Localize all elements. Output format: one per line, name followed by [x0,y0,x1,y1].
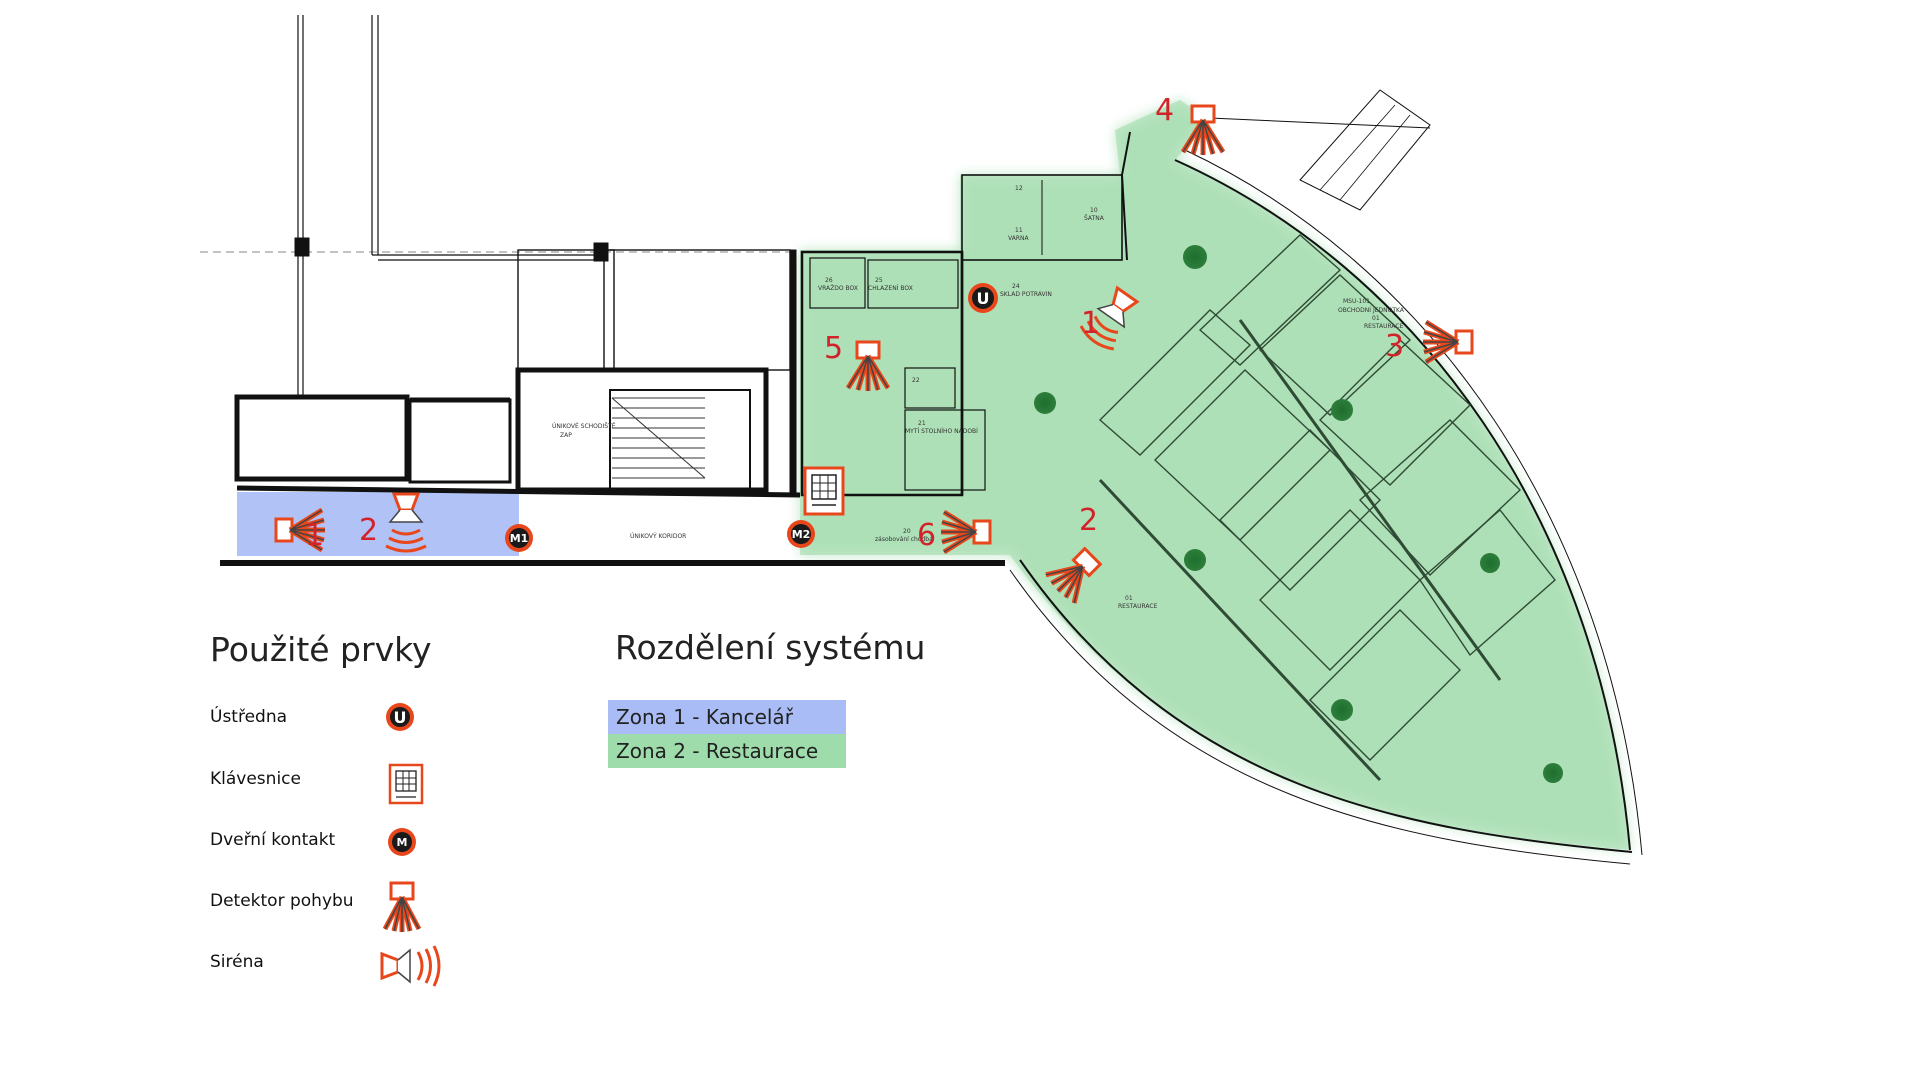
detector-number-3: 3 [1385,329,1404,364]
legend-control-panel-icon: U [386,703,414,731]
restaurant-code-2: 01 [1125,595,1133,602]
zone-2-area [800,100,1630,850]
room-11-label: VARNA [1008,235,1029,242]
zones-title: Rozdělení systému [615,628,926,667]
room-10-code: 10 [1090,207,1098,214]
room-12-code: 12 [1015,185,1023,192]
svg-text:M1: M1 [510,532,529,545]
legend-door-contact-icon: M [388,828,416,856]
motion-detector-4 [1180,104,1226,155]
stairs-sub-label: ZAP [560,432,572,439]
staircase [611,397,706,479]
door-contact-m2: M2 [787,520,815,548]
motion-detector-1 [274,507,325,553]
legend-label-control-panel: Ústředna [210,707,288,727]
detector-number-5: 5 [824,331,843,366]
unit-sub-label: OBCHODNÍ JEDNOTKA [1338,307,1405,314]
legend-title: Použité prvky [210,630,432,669]
restaurant-label-2: RESTAURACE [1118,603,1158,610]
legend-keypad-icon [388,763,424,805]
unit-label: MSU-101 [1343,298,1370,305]
restaurant-label: RESTAURACE [1364,323,1404,330]
detector-number-6: 6 [917,518,936,553]
room-20-label: zásobování chodba [875,536,933,543]
svg-text:M: M [397,836,408,849]
legend-siren-icon [380,945,441,987]
trees [1034,245,1563,783]
legend-label-keypad: Klávesnice [210,769,301,789]
zone-2-swatch: Zona 2 - Restaurace [608,734,846,768]
zone-1-swatch: Zona 1 - Kancelář [608,700,846,734]
motion-detector-2 [1045,546,1103,604]
wash-label: MYTÍ STOLNÍHO NÁDOBÍ [905,428,978,435]
room-11-code: 11 [1015,227,1023,234]
svg-text:M2: M2 [792,528,811,541]
stairs-label: ÚNIKOVÉ SCHODIŠTĚ [552,422,616,430]
room-10-label: ŠATNA [1084,215,1105,222]
svg-text:U: U [977,289,990,308]
room-20-code: 20 [903,528,911,535]
detector-number-4: 4 [1155,93,1174,128]
wash-code: 21 [918,420,926,427]
siren-number-1: 1 [1081,306,1100,341]
keypad-marker [803,466,845,516]
legend-label-siren: Siréna [210,952,264,972]
storage-code: 24 [1012,283,1020,290]
motion-detector-5 [845,340,891,391]
door-contact-m1: M1 [505,524,533,552]
motion-detector-6 [941,509,992,555]
siren-number-2: 2 [359,513,378,548]
room-labels: MSU-101 OBCHODNÍ JEDNOTKA 01 RESTAURACE … [552,185,1405,610]
legend-motion-detector-icon [382,881,422,932]
room-22-code: 22 [912,377,920,384]
restaurant-code: 01 [1372,315,1380,322]
room-25-label: CHLAZENÍ BOX [868,285,913,292]
motion-detector-3 [1423,319,1474,365]
control-panel-marker: U [968,283,998,313]
siren-1 [1079,285,1140,351]
storage-label: SKLAD POTRAVIN [1000,291,1052,298]
siren-2 [385,492,427,553]
restaurant-furniture [1098,234,1556,782]
room-26-label: VRAŽDO BOX [818,284,858,292]
room-26-code: 26 [825,277,833,284]
corridor-label: ÚNIKOVÝ KORIDOR [630,533,686,540]
detector-numbers: 1 2 3 4 5 6 1 2 [305,93,1404,553]
legend-label-motion-detector: Detektor pohybu [210,891,354,911]
legend-label-door-contact: Dveřní kontakt [210,830,336,850]
detector-number-1: 1 [305,518,324,553]
walls [200,15,1643,865]
detector-number-2: 2 [1079,503,1098,538]
room-25-code: 25 [875,277,883,284]
svg-text:U: U [394,708,407,727]
